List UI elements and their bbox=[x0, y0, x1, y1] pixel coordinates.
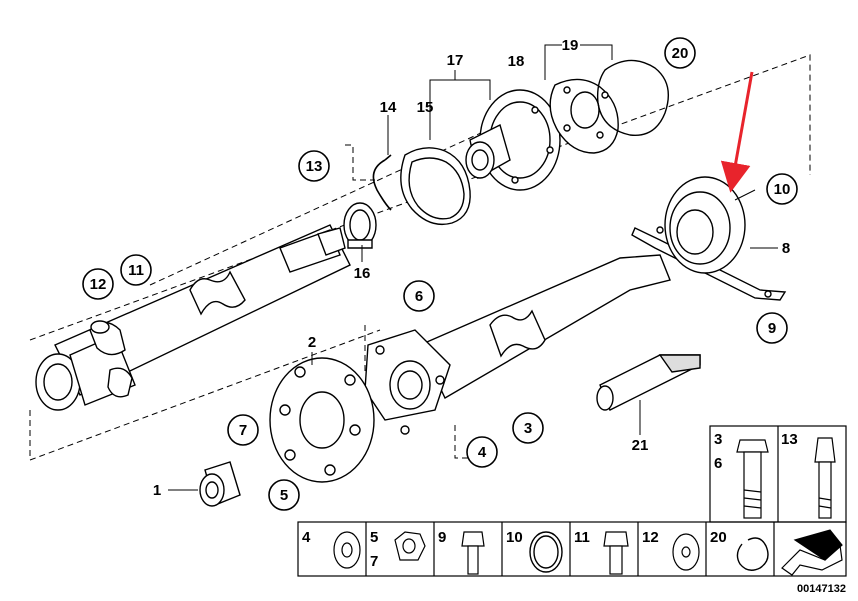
label-2: 2 bbox=[308, 334, 316, 351]
flange-bolt-icon bbox=[603, 531, 629, 575]
svg-text:3: 3 bbox=[714, 431, 722, 448]
svg-text:20: 20 bbox=[672, 45, 689, 62]
grease-tube-part bbox=[596, 354, 701, 411]
circled-callouts: 13 20 10 12 11 6 9 7 3 4 5 bbox=[82, 37, 798, 511]
clamp-part bbox=[343, 202, 377, 249]
assembly-dashed-lines bbox=[29, 54, 811, 461]
label-19: 19 bbox=[562, 37, 579, 54]
flange-part bbox=[549, 78, 619, 154]
red-arrow-icon bbox=[720, 71, 754, 193]
rear-driveshaft bbox=[364, 254, 671, 435]
callout-3: 3 bbox=[512, 412, 544, 444]
flex-disc-part bbox=[269, 357, 375, 483]
callout-9: 9 bbox=[756, 312, 788, 344]
socket-bolt-icon bbox=[814, 437, 836, 519]
svg-text:11: 11 bbox=[128, 262, 144, 279]
svg-text:12: 12 bbox=[90, 276, 107, 293]
label-14: 14 bbox=[380, 99, 397, 116]
svg-text:10: 10 bbox=[506, 529, 523, 546]
label-16: 16 bbox=[354, 265, 371, 282]
svg-text:12: 12 bbox=[642, 529, 659, 546]
svg-text:4: 4 bbox=[302, 529, 311, 546]
washer-icon bbox=[333, 531, 361, 569]
label-8: 8 bbox=[782, 240, 790, 257]
svg-text:20: 20 bbox=[710, 529, 727, 546]
hw-cell-11: 11 bbox=[574, 529, 629, 575]
svg-text:7: 7 bbox=[239, 422, 247, 439]
gasket-part bbox=[400, 147, 471, 226]
label-18: 18 bbox=[508, 53, 525, 70]
hw-cell-9: 9 bbox=[438, 529, 485, 575]
svg-text:9: 9 bbox=[768, 320, 776, 337]
hw-cell-13: 13 bbox=[781, 431, 836, 519]
plain-labels: 17 19 18 14 15 16 8 2 21 1 bbox=[153, 37, 790, 499]
leader-lines bbox=[168, 44, 778, 491]
hw-cell-3-6: 3 6 bbox=[714, 431, 769, 519]
front-driveshaft bbox=[35, 224, 351, 411]
ring-icon bbox=[529, 531, 563, 573]
svg-text:5: 5 bbox=[370, 529, 378, 546]
hw-cell-12: 12 bbox=[642, 529, 700, 571]
label-17: 17 bbox=[447, 52, 464, 69]
callout-11: 11 bbox=[120, 254, 152, 286]
cv-joint-part bbox=[465, 89, 561, 191]
svg-text:13: 13 bbox=[781, 431, 798, 448]
callout-4: 4 bbox=[466, 436, 498, 468]
hex-nut-icon bbox=[394, 531, 426, 561]
direction-arrow-icon bbox=[781, 529, 843, 576]
circlip-part bbox=[372, 154, 392, 211]
centering-sleeve-part bbox=[199, 461, 241, 507]
callout-10: 10 bbox=[766, 173, 798, 205]
hw-cell-arrow bbox=[781, 529, 843, 576]
callout-13: 13 bbox=[298, 150, 330, 182]
svg-text:11: 11 bbox=[574, 529, 590, 546]
hw-cell-10: 10 bbox=[506, 529, 563, 573]
washer-icon bbox=[672, 533, 700, 571]
label-1: 1 bbox=[153, 482, 161, 499]
flange-bolt-icon bbox=[461, 531, 485, 575]
gasket-ring-part bbox=[596, 59, 669, 137]
diagram-number: 00147132 bbox=[797, 583, 846, 595]
callout-20: 20 bbox=[664, 37, 696, 69]
circlip-icon bbox=[736, 537, 769, 571]
hardware-table: 3 6 13 bbox=[297, 425, 847, 577]
center-bearing-part bbox=[631, 176, 787, 301]
hw-cell-4: 4 bbox=[302, 529, 361, 569]
svg-text:10: 10 bbox=[774, 181, 791, 198]
callout-12: 12 bbox=[82, 268, 114, 300]
svg-text:6: 6 bbox=[415, 288, 423, 305]
hw-cell-20: 20 bbox=[710, 529, 769, 571]
svg-text:13: 13 bbox=[306, 158, 323, 175]
hw-cell-5-7: 5 7 bbox=[370, 529, 426, 570]
svg-text:3: 3 bbox=[524, 420, 532, 437]
svg-text:7: 7 bbox=[370, 553, 378, 570]
svg-text:4: 4 bbox=[478, 444, 487, 461]
callout-6: 6 bbox=[403, 280, 435, 312]
label-15: 15 bbox=[417, 99, 434, 116]
hex-bolt-long-icon bbox=[736, 439, 769, 519]
svg-text:6: 6 bbox=[714, 455, 722, 472]
svg-text:5: 5 bbox=[280, 487, 288, 504]
svg-text:9: 9 bbox=[438, 529, 446, 546]
callout-5: 5 bbox=[268, 479, 300, 511]
label-21: 21 bbox=[632, 437, 649, 454]
callout-7: 7 bbox=[227, 414, 259, 446]
